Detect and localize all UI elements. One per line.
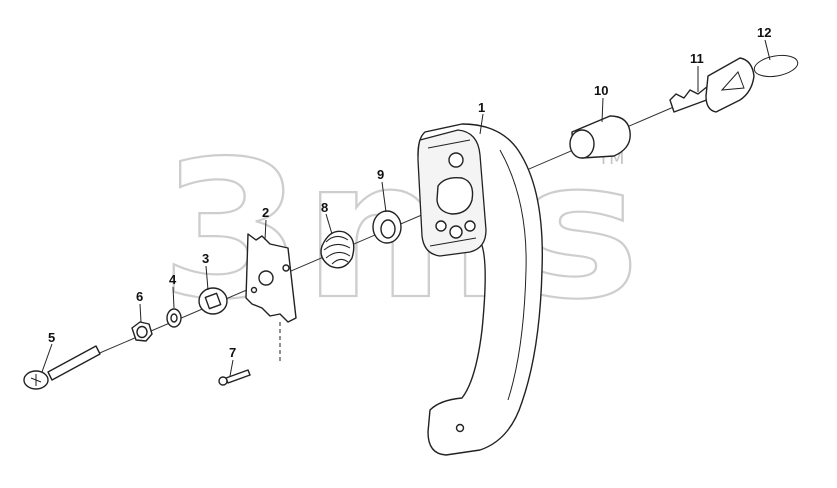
spring <box>320 230 355 269</box>
callout-6: 6 <box>136 289 143 304</box>
callout-3: 3 <box>202 251 209 266</box>
square-washer <box>198 287 228 315</box>
callout-8: 8 <box>321 200 328 215</box>
small-screw <box>218 369 251 386</box>
nut <box>131 321 153 342</box>
callout-4: 4 <box>169 272 177 287</box>
callout-10: 10 <box>594 83 608 98</box>
callout-11: 11 <box>690 51 704 66</box>
lock-washer <box>166 308 182 328</box>
snap-ring <box>372 210 402 244</box>
callout-5: 5 <box>48 330 55 345</box>
lock-plate <box>245 233 297 362</box>
key <box>669 57 755 113</box>
callout-1: 1 <box>478 100 485 115</box>
callout-7: 7 <box>229 345 236 360</box>
callout-12: 12 <box>757 25 771 40</box>
leader-lines <box>41 39 771 377</box>
door-handle <box>417 123 543 456</box>
bolt <box>23 345 101 390</box>
callout-2: 2 <box>262 205 269 220</box>
callout-9: 9 <box>377 167 384 182</box>
callouts: 1 2 3 4 5 6 7 8 9 10 11 12 <box>48 25 771 360</box>
key-ring-tag <box>753 54 799 78</box>
lock-cylinder <box>569 115 631 159</box>
